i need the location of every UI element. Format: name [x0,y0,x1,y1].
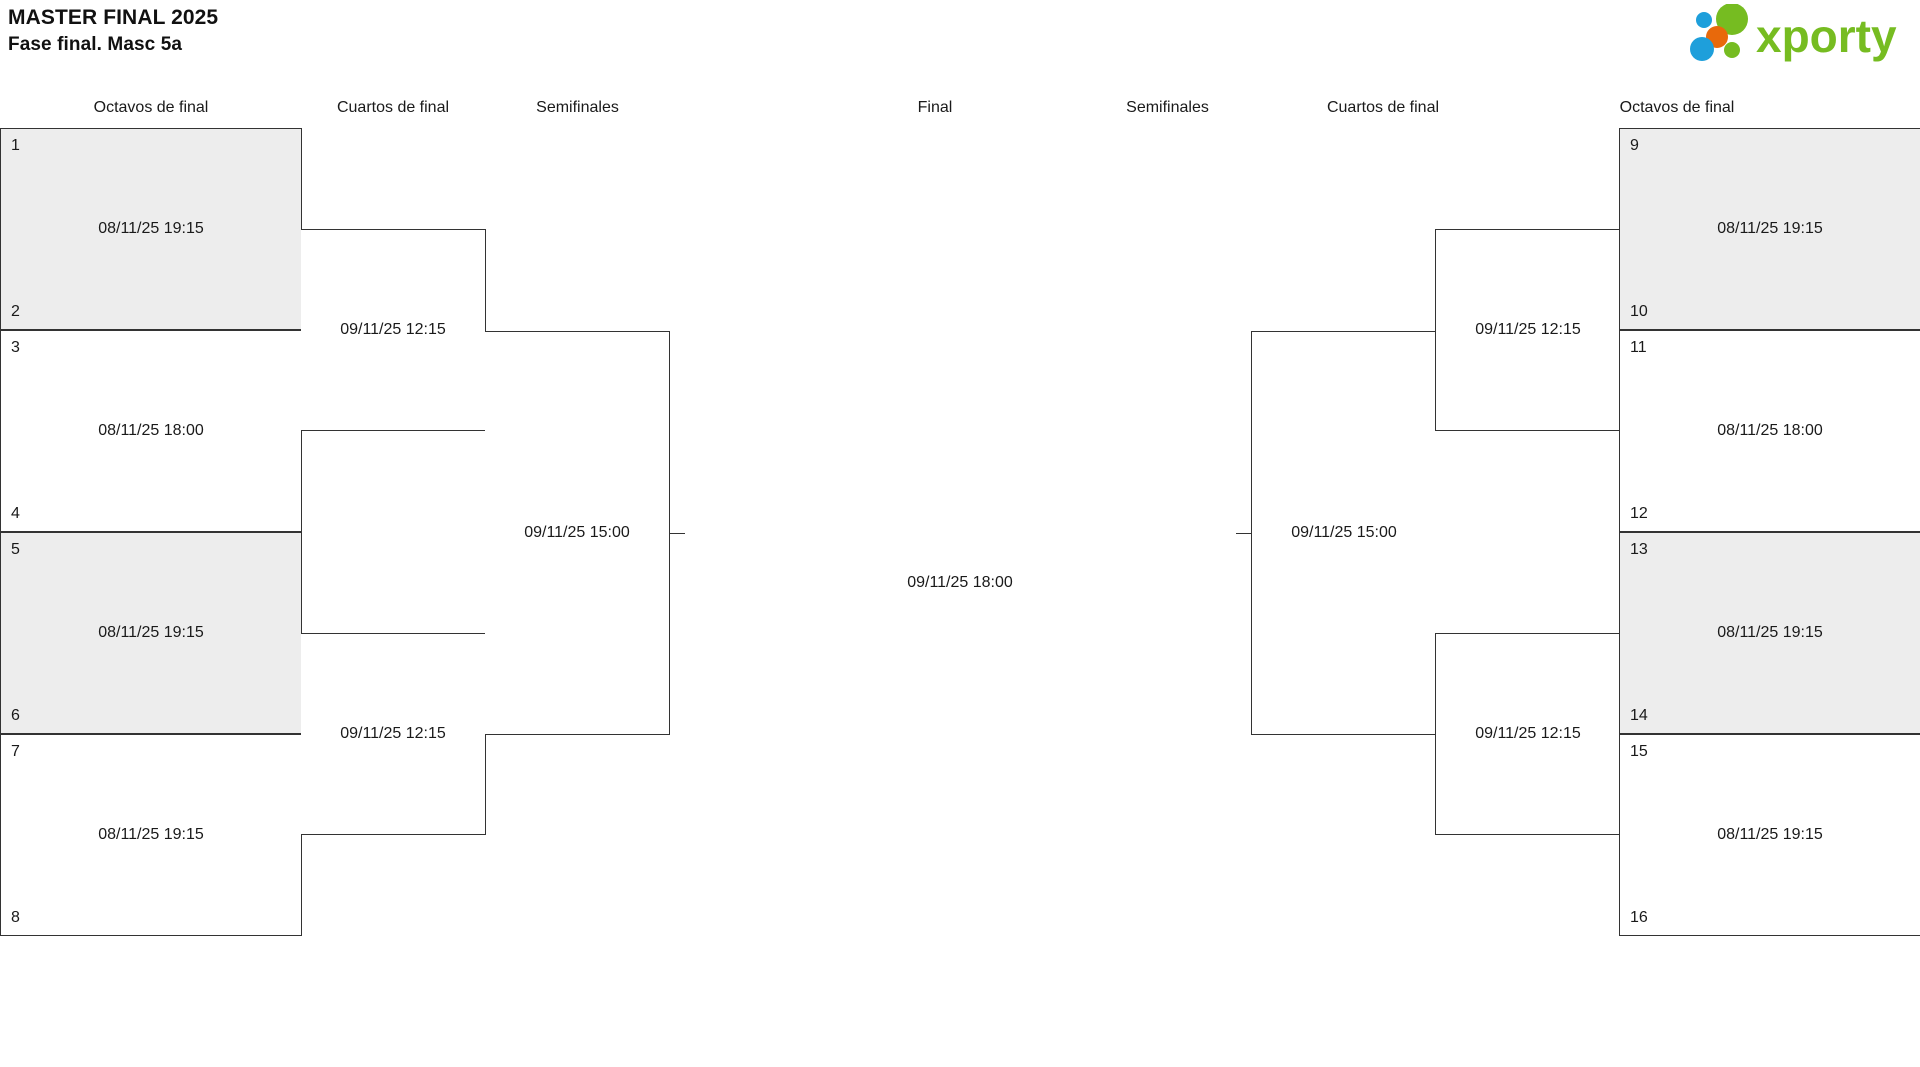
logo-dot-green-large [1716,3,1748,35]
connector-left-semifinal-to-final [669,533,685,534]
match-time: 08/11/25 19:15 [1717,624,1823,641]
page-title: MASTER FINAL 2025 [8,6,219,29]
seed-number-top: 3 [11,339,20,356]
match-time: 08/11/25 18:00 [98,422,204,439]
seed-number-bottom: 16 [1630,909,1648,926]
seed-number-top: 11 [1630,339,1647,356]
seed-number-bottom: 10 [1630,303,1648,320]
match-box-left-octavo-3[interactable]: 5 08/11/25 19:15 6 [0,532,302,734]
logo-dot-blue-small [1696,12,1712,28]
seed-number-bottom: 6 [11,707,20,724]
seed-number-top: 13 [1630,541,1648,558]
round-header-cuartos-right: Cuartos de final [1326,99,1440,116]
round-header-octavos-right: Octavos de final [1619,99,1735,116]
xporty-logo[interactable]: xporty [1690,3,1910,64]
match-box-left-octavo-4[interactable]: 7 08/11/25 19:15 8 [0,734,302,936]
seed-number-top: 9 [1630,137,1639,154]
seed-number-bottom: 4 [11,505,20,522]
match-time: 08/11/25 19:15 [1717,220,1823,237]
match-box-right-cuarto-1[interactable]: 09/11/25 12:15 [1435,229,1620,431]
round-header-semis-right: Semifinales [1126,99,1209,116]
match-time: 08/11/25 19:15 [98,220,204,237]
match-time: 09/11/25 12:15 [1475,321,1581,338]
match-box-right-octavo-2[interactable]: 11 08/11/25 18:00 12 [1619,330,1920,532]
match-box-right-semifinal[interactable]: 09/11/25 15:00 [1251,331,1436,735]
seed-number-bottom: 8 [11,909,20,926]
seed-number-top: 5 [11,541,20,558]
page-header: MASTER FINAL 2025 Fase final. Masc 5a xp… [0,0,1920,76]
match-time: 09/11/25 12:15 [1475,725,1581,742]
title-block: MASTER FINAL 2025 Fase final. Masc 5a [8,4,218,58]
page-subtitle: Fase final. Masc 5a [8,34,183,55]
match-time: 08/11/25 19:15 [98,624,204,641]
match-time: 08/11/25 19:15 [98,826,204,843]
seed-number-top: 15 [1630,743,1648,760]
round-header-cuartos-left: Cuartos de final [336,99,450,116]
seed-number-top: 1 [11,137,20,154]
match-time: 08/11/25 18:00 [1717,422,1823,439]
logo-dot-blue-large [1690,37,1714,61]
seed-number-bottom: 12 [1630,505,1648,522]
match-box-left-cuarto-2[interactable]: 09/11/25 12:15 [301,633,486,835]
seed-number-bottom: 2 [11,303,20,320]
logo-wordmark: xporty [1756,10,1897,62]
match-time: 09/11/25 15:00 [1291,524,1397,541]
match-box-right-cuarto-2[interactable]: 09/11/25 12:15 [1435,633,1620,835]
match-box-right-octavo-3[interactable]: 13 08/11/25 19:15 14 [1619,532,1920,734]
seed-number-top: 7 [11,743,20,760]
connector-right-semifinal-to-final [1236,533,1252,534]
round-header-semis-left: Semifinales [536,99,619,116]
match-time: 09/11/25 12:15 [340,725,446,742]
match-box-right-octavo-4[interactable]: 15 08/11/25 19:15 16 [1619,734,1920,936]
seed-number-bottom: 14 [1630,707,1648,724]
match-box-left-octavo-1[interactable]: 1 08/11/25 19:15 2 [0,128,302,330]
match-time: 09/11/25 12:15 [340,321,446,338]
match-time: 08/11/25 19:15 [1717,826,1823,843]
logo-dot-green-small [1724,42,1740,58]
match-box-left-semifinal[interactable]: 09/11/25 15:00 [485,331,670,735]
match-box-right-octavo-1[interactable]: 9 08/11/25 19:15 10 [1619,128,1920,330]
round-header-final: Final [917,99,953,116]
round-header-octavos-left: Octavos de final [93,99,209,116]
match-box-left-octavo-2[interactable]: 3 08/11/25 18:00 4 [0,330,302,532]
match-time: 09/11/25 15:00 [524,524,630,541]
final-match-time[interactable]: 09/11/25 18:00 [907,574,1013,591]
xporty-logo-svg: xporty [1690,3,1897,62]
match-box-left-cuarto-1[interactable]: 09/11/25 12:15 [301,229,486,431]
round-header-row: Octavos de final Cuartos de final Semifi… [0,98,1920,120]
